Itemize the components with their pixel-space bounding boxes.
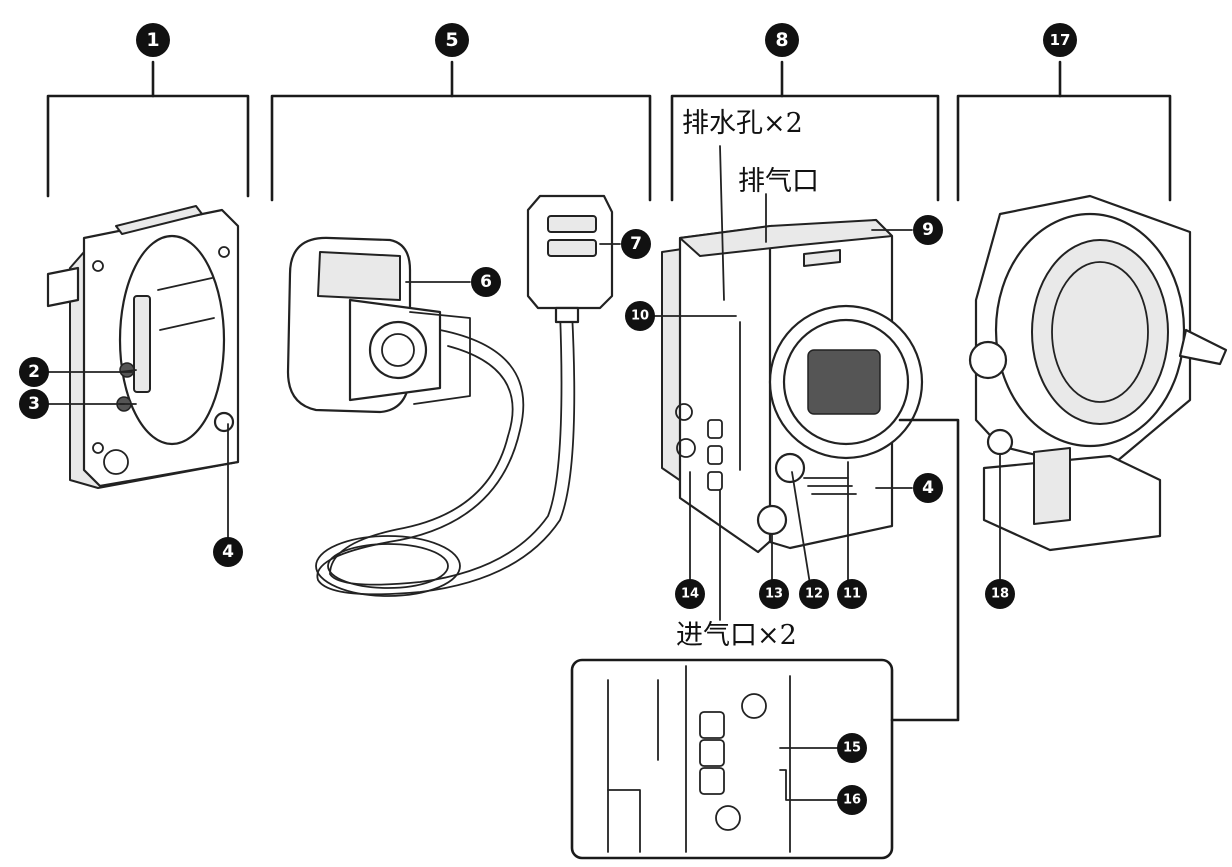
svg-text:1: 1 [146, 29, 159, 51]
callout-badge-13: 13 [759, 579, 789, 609]
svg-text:8: 8 [775, 29, 788, 51]
callout-badge-17: 17 [1043, 23, 1077, 57]
callout-badge-18: 18 [985, 579, 1015, 609]
callout-badge-7: 7 [621, 229, 651, 259]
svg-text:12: 12 [805, 587, 823, 602]
svg-text:3: 3 [28, 394, 40, 414]
group-bracket-17 [956, 60, 1172, 202]
callout-badge-4-body: 4 [913, 473, 943, 503]
svg-text:4: 4 [922, 478, 934, 498]
exhaust-vent-label: 排气口 [738, 166, 819, 197]
svg-text:16: 16 [843, 793, 861, 808]
svg-text:5: 5 [445, 29, 458, 51]
callout-badge-5: 5 [435, 23, 469, 57]
inset-detail-box [570, 418, 960, 860]
svg-text:2: 2 [28, 362, 40, 382]
callout-badge-10: 10 [625, 301, 655, 331]
callout-badge-11: 11 [837, 579, 867, 609]
svg-text:11: 11 [843, 587, 861, 602]
callout-badge-3: 3 [19, 389, 49, 419]
svg-text:14: 14 [681, 587, 699, 602]
svg-text:10: 10 [631, 309, 649, 324]
callout-badge-2: 2 [19, 357, 49, 387]
group-bracket-8 [670, 60, 940, 202]
svg-text:7: 7 [630, 234, 642, 254]
mount-adapter-plate [46, 205, 240, 489]
leader-lines [47, 145, 1001, 801]
callout-badge-4-plate: 4 [213, 537, 243, 567]
callout-badge-16: 16 [837, 785, 867, 815]
intake-vents-label: 进气口×2 [676, 620, 797, 651]
svg-text:6: 6 [480, 272, 492, 292]
callout-badge-8: 8 [765, 23, 799, 57]
callout-badge-12: 12 [799, 579, 829, 609]
camera-body [661, 218, 924, 554]
svg-text:17: 17 [1050, 31, 1071, 49]
callout-badge-15: 15 [837, 733, 867, 763]
group-bracket-5 [270, 60, 652, 202]
callout-badge-6: 6 [471, 267, 501, 297]
svg-text:15: 15 [843, 741, 861, 756]
extension-cable-unit [286, 194, 614, 597]
svg-text:13: 13 [765, 587, 783, 602]
callout-badge-14: 14 [675, 579, 705, 609]
svg-text:9: 9 [922, 220, 934, 240]
callout-badge-9: 9 [913, 215, 943, 245]
drain-holes-label: 排水孔×2 [682, 108, 803, 139]
svg-text:18: 18 [991, 587, 1009, 602]
group-bracket-1 [46, 60, 250, 198]
svg-text:4: 4 [222, 542, 234, 562]
callout-badge-1: 1 [136, 23, 170, 57]
lens-mount-adapter [968, 194, 1228, 552]
